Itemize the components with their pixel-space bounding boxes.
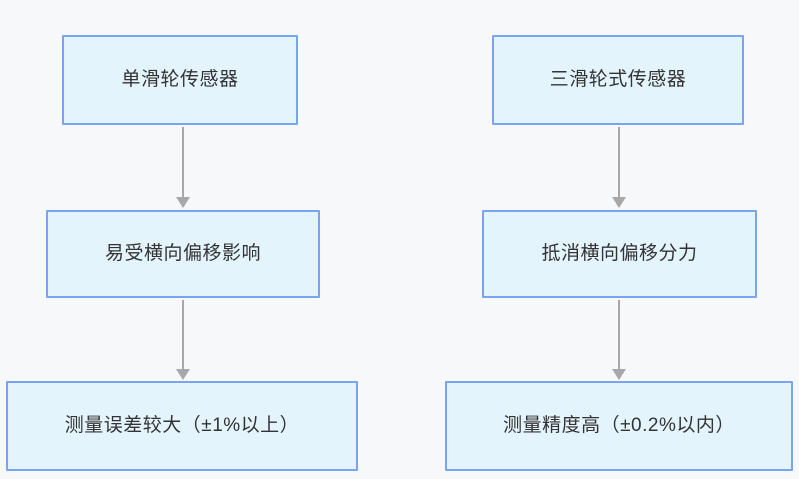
connector-stem — [618, 300, 620, 369]
arrowhead-down-icon — [176, 369, 190, 380]
flow-node-high-measurement-accuracy[interactable]: 测量精度高（±0.2%以内） — [445, 381, 793, 471]
flow-node-label: 单滑轮传感器 — [121, 68, 239, 90]
connector-stem — [182, 300, 184, 369]
connector-stem — [182, 127, 184, 197]
flow-node-label: 易受横向偏移影响 — [104, 242, 261, 264]
flow-node-label: 抵消横向偏移分力 — [541, 242, 698, 264]
flow-node-offsets-lateral-force[interactable]: 抵消横向偏移分力 — [482, 210, 757, 298]
arrowhead-down-icon — [176, 197, 190, 208]
flow-node-triple-pulley-sensor[interactable]: 三滑轮式传感器 — [492, 35, 744, 125]
arrowhead-down-icon — [612, 197, 626, 208]
flow-node-large-measurement-error[interactable]: 测量误差较大（±1%以上） — [6, 381, 358, 471]
arrowhead-down-icon — [612, 369, 626, 380]
connector-stem — [618, 127, 620, 197]
flow-node-label: 测量误差较大（±1%以上） — [64, 414, 300, 436]
flow-node-label: 三滑轮式传感器 — [549, 68, 687, 90]
flow-node-prone-to-lateral-offset[interactable]: 易受横向偏移影响 — [46, 210, 320, 298]
flow-node-label: 测量精度高（±0.2%以内） — [503, 414, 735, 436]
flow-node-single-pulley-sensor[interactable]: 单滑轮传感器 — [62, 35, 298, 125]
